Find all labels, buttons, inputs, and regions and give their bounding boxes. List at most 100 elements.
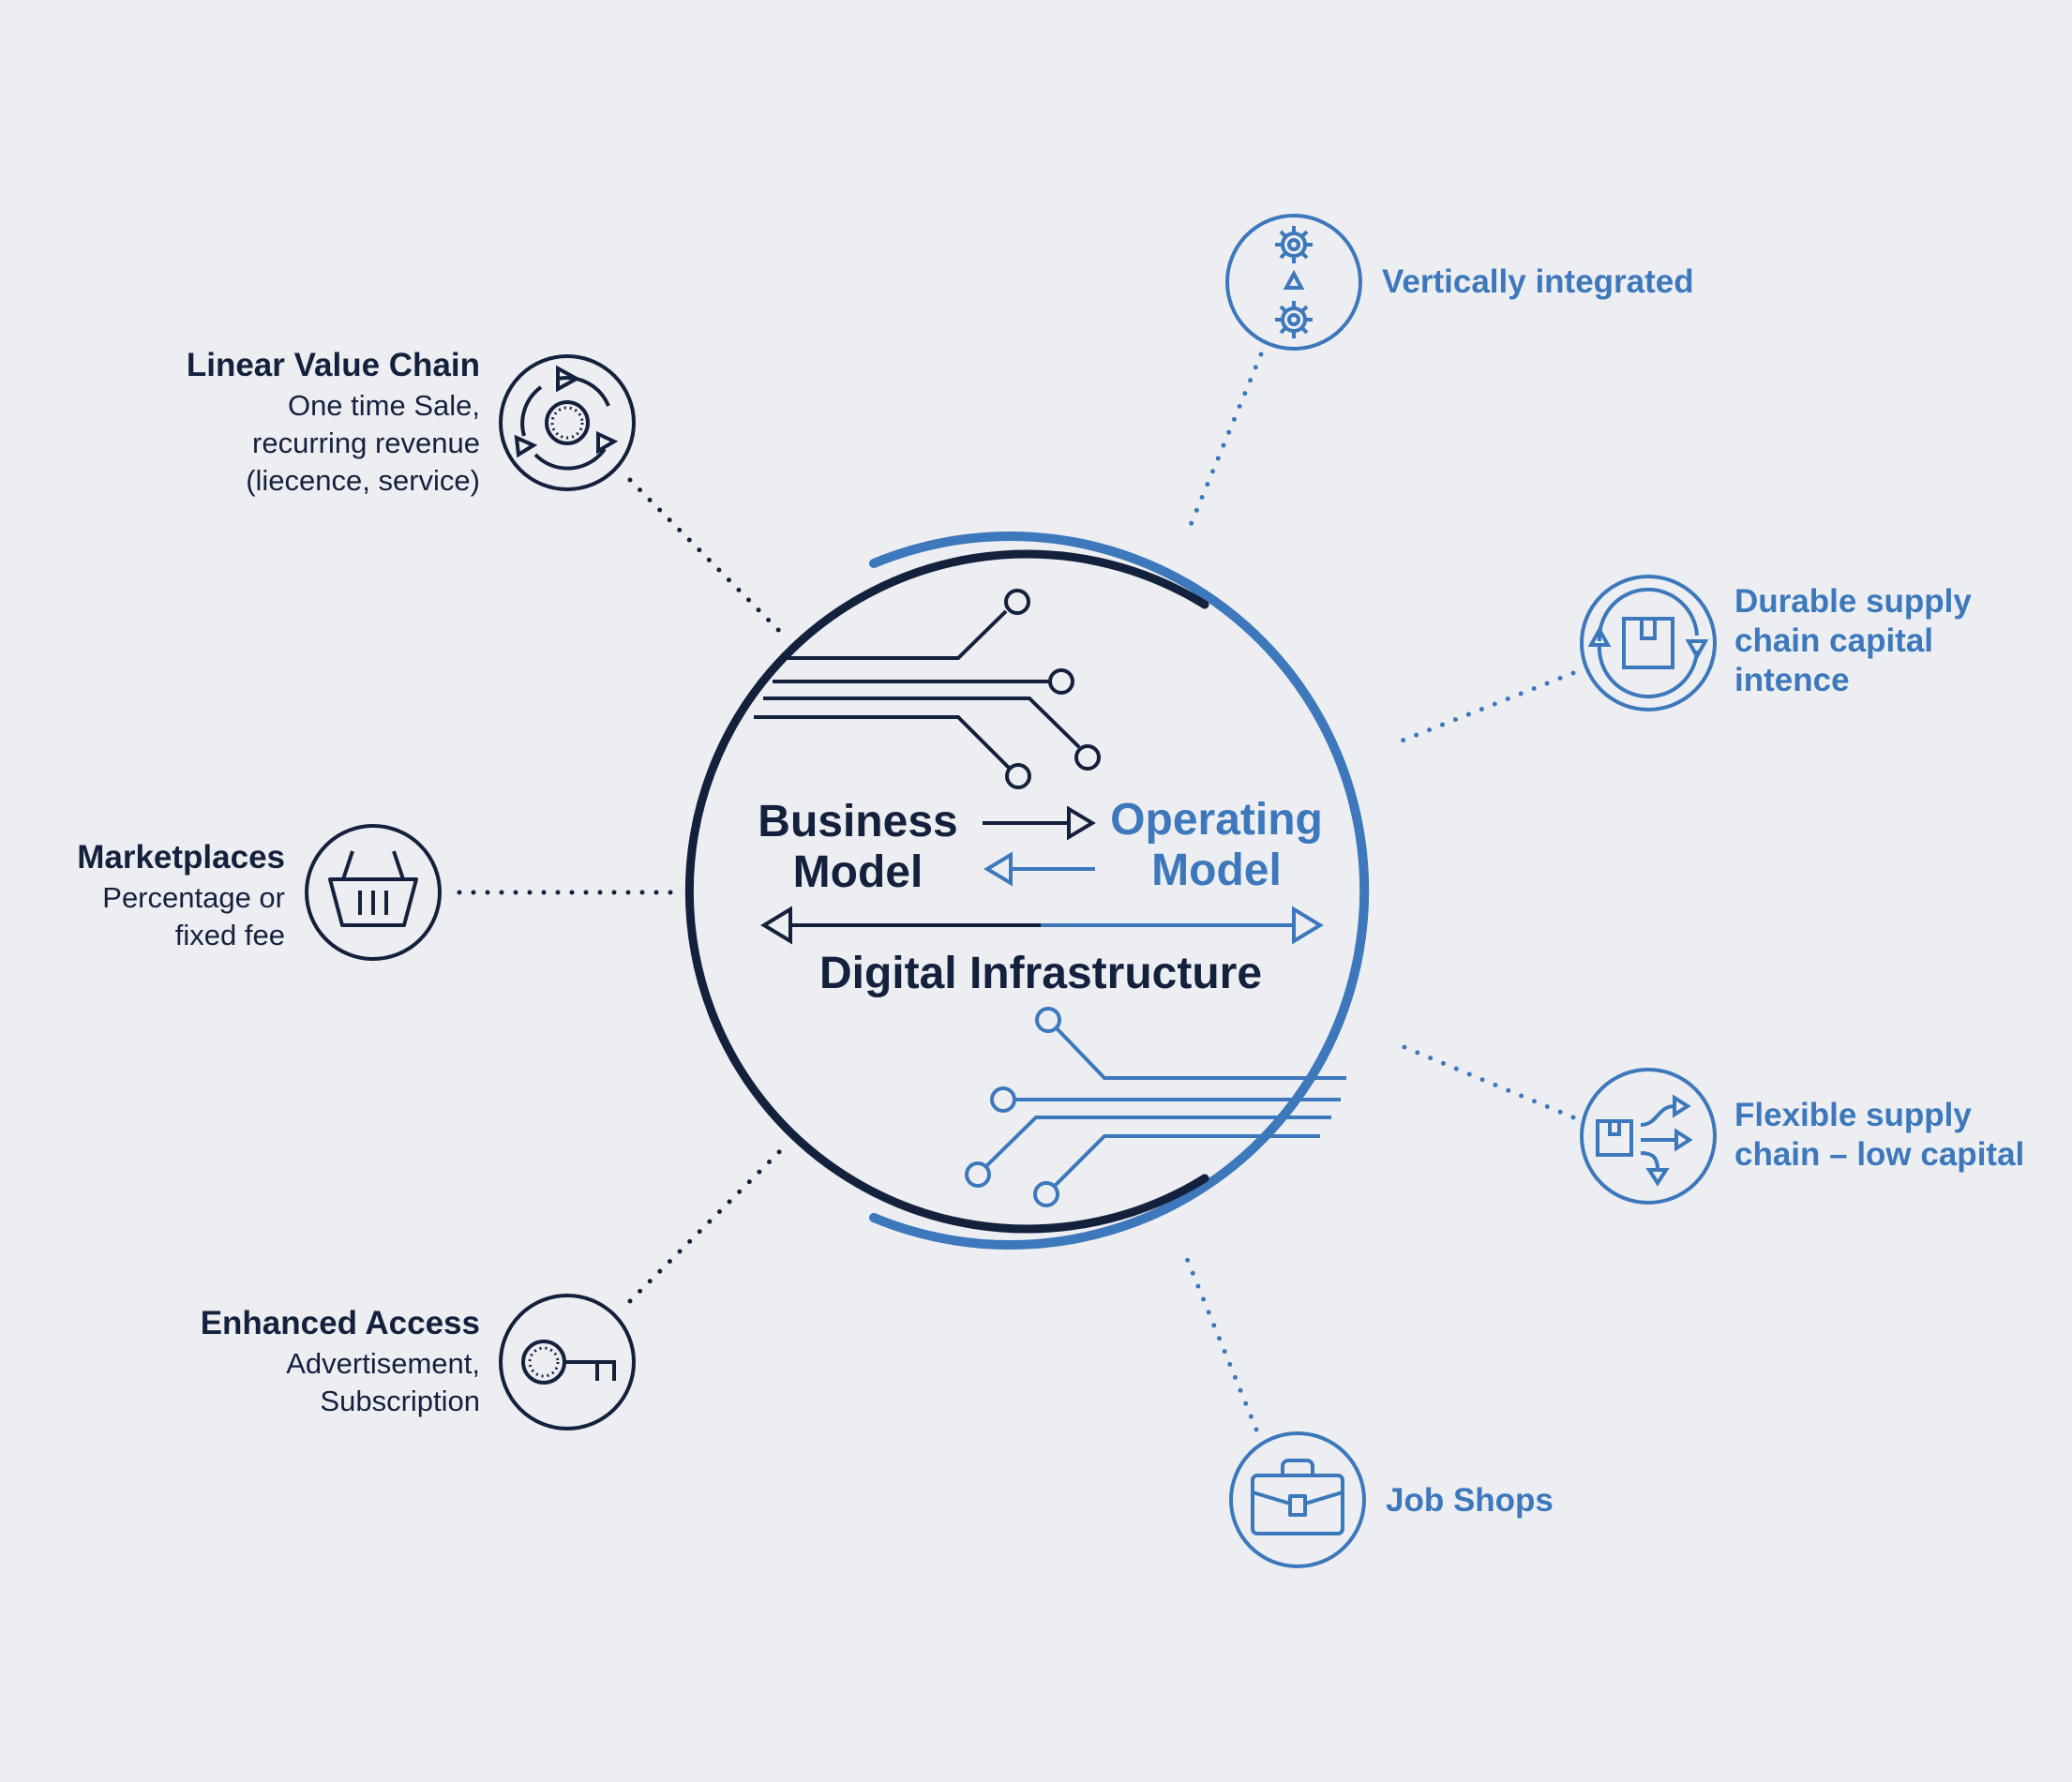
box-split-icon-box xyxy=(1596,1119,1633,1157)
basket-icon-ring xyxy=(305,824,442,961)
flexible-supply-line-1: Flexible supply xyxy=(1734,1097,1972,1133)
arrow-operating-to-business-head xyxy=(983,851,1013,887)
basket-icon-body xyxy=(328,877,418,927)
flexible-supply-line-2: chain – low capital xyxy=(1734,1136,2025,1173)
cycle-icon-arrowhead xyxy=(556,365,581,393)
flexible-supply-label: Flexible supply chain – low capital xyxy=(1734,1096,2067,1175)
gears-icon-triangle xyxy=(1283,269,1305,290)
box-split-icon-arrowhead xyxy=(1645,1168,1670,1187)
box-cycle-icon xyxy=(1580,575,1717,711)
business-model-line-2: Model xyxy=(792,847,923,897)
gears-icon xyxy=(1225,214,1362,351)
operating-model-line-2: Model xyxy=(1151,846,1282,895)
connector-job-shops xyxy=(1180,1247,1259,1432)
gear-icon-bottom xyxy=(1281,307,1307,333)
box-split-icon-flap xyxy=(1608,1121,1621,1136)
trace-top-4 xyxy=(754,715,1012,771)
vertically-integrated-title: Vertically integrated xyxy=(1382,263,1694,300)
enhanced-access-label: Enhanced Access Advertisement, Subscript… xyxy=(86,1307,480,1420)
gear-icon-bottom-hub xyxy=(1287,313,1300,326)
linear-value-chain-subtitle-3: (liecence, service) xyxy=(246,464,480,497)
trace-node xyxy=(965,1161,991,1188)
connector-durable-supply xyxy=(1392,670,1576,746)
trace-bottom-4 xyxy=(1053,1134,1320,1188)
box-split-icon-arrow-up xyxy=(1640,1104,1675,1127)
operating-model-label: Operating Model xyxy=(1092,795,1341,896)
job-shops-label: Job Shops xyxy=(1386,1481,1761,1520)
cycle-icon-core xyxy=(545,400,590,445)
digital-infrastructure-label: Digital Infrastructure xyxy=(818,949,1263,998)
basket-icon-handle xyxy=(341,850,354,880)
vertically-integrated-label: Vertically integrated xyxy=(1382,262,1832,302)
box-split-icon-ring xyxy=(1580,1068,1717,1205)
briefcase-icon-handle xyxy=(1281,1459,1314,1475)
enhanced-access-title: Enhanced Access xyxy=(200,1305,480,1341)
connector-linear-value-chain xyxy=(627,477,790,642)
durable-supply-line-3: intence xyxy=(1734,662,1850,698)
gear-icon-top-hub xyxy=(1287,238,1300,251)
basket-icon xyxy=(305,824,442,961)
arrow-business-to-operating-head xyxy=(1067,805,1096,841)
basket-icon-handle xyxy=(392,850,405,880)
connector-vertically-integrated xyxy=(1183,352,1264,539)
connector-enhanced-access xyxy=(627,1141,790,1304)
box-cycle-icon-flap xyxy=(1640,619,1657,640)
digital-infra-arrow-right-head xyxy=(1292,906,1324,945)
circuit-traces-bottom xyxy=(965,1007,1346,1207)
box-split-icon-arrow-down xyxy=(1640,1151,1659,1171)
trace-node xyxy=(1048,668,1074,695)
gear-icon-top-teeth xyxy=(1275,226,1313,263)
key-icon xyxy=(499,1294,636,1430)
briefcase-icon-body xyxy=(1251,1474,1344,1535)
center-arrows xyxy=(760,805,1324,945)
briefcase-icon-clasp xyxy=(1288,1494,1307,1517)
briefcase-icon-ring xyxy=(1229,1431,1366,1568)
marketplaces-subtitle-2: fixed fee xyxy=(174,919,285,951)
inner-arc xyxy=(684,549,1209,1234)
key-icon-bow-dots xyxy=(528,1346,560,1378)
trace-node xyxy=(1005,763,1031,789)
gear-icon-top xyxy=(1281,232,1307,258)
trace-top-1 xyxy=(786,609,1008,660)
central-circle xyxy=(684,532,1370,1250)
business-model-line-1: Business xyxy=(758,797,958,846)
outer-arc xyxy=(869,532,1370,1250)
linear-value-chain-label: Linear Value Chain One time Sale, recurr… xyxy=(86,349,480,500)
box-cycle-icon-ring xyxy=(1580,575,1717,711)
trace-node xyxy=(990,1086,1016,1113)
trace-node xyxy=(1074,744,1101,771)
cycle-icon-arrowhead xyxy=(596,430,619,455)
connectors xyxy=(457,352,1576,1432)
box-cycle-icon-box xyxy=(1622,617,1674,669)
operating-model-line-1: Operating xyxy=(1110,795,1323,845)
box-cycle-icon-arrowhead xyxy=(1587,625,1612,647)
job-shops-title: Job Shops xyxy=(1386,1482,1554,1519)
key-icon-bow xyxy=(521,1340,566,1385)
durable-supply-line-1: Durable supply xyxy=(1734,583,1972,620)
linear-value-chain-subtitle-1: One time Sale, xyxy=(287,389,480,422)
connector-flexible-supply xyxy=(1392,1041,1576,1120)
circuit-traces-top xyxy=(754,589,1101,789)
trace-node xyxy=(1035,1007,1061,1033)
gears-icon-ring xyxy=(1225,214,1362,351)
key-icon-blade xyxy=(564,1360,616,1381)
briefcase-icon-seam xyxy=(1252,1490,1344,1505)
trace-top-3 xyxy=(763,696,1081,749)
cycle-icon xyxy=(499,354,636,491)
marketplaces-label: Marketplaces Percentage or fixed fee xyxy=(0,841,285,954)
linear-value-chain-title: Linear Value Chain xyxy=(186,347,480,383)
digital-infra-arrow-left-head xyxy=(760,906,792,945)
box-cycle-icon-arc-top xyxy=(1597,587,1699,642)
cycle-icon-core-dots xyxy=(550,406,584,440)
gear-icon-bottom-teeth xyxy=(1275,301,1313,338)
durable-supply-line-2: chain capital xyxy=(1734,622,1934,659)
box-split-icon-arrowhead xyxy=(1673,1094,1691,1118)
box-cycle-icon-arc-bottom xyxy=(1597,644,1699,699)
briefcase-icon xyxy=(1229,1431,1366,1568)
cycle-icon-arrows xyxy=(520,376,610,471)
marketplaces-title: Marketplaces xyxy=(77,839,285,876)
box-cycle-icon-arrowhead xyxy=(1685,639,1709,661)
marketplaces-subtitle-1: Percentage or xyxy=(102,881,285,914)
trace-bottom-3 xyxy=(984,1116,1331,1168)
